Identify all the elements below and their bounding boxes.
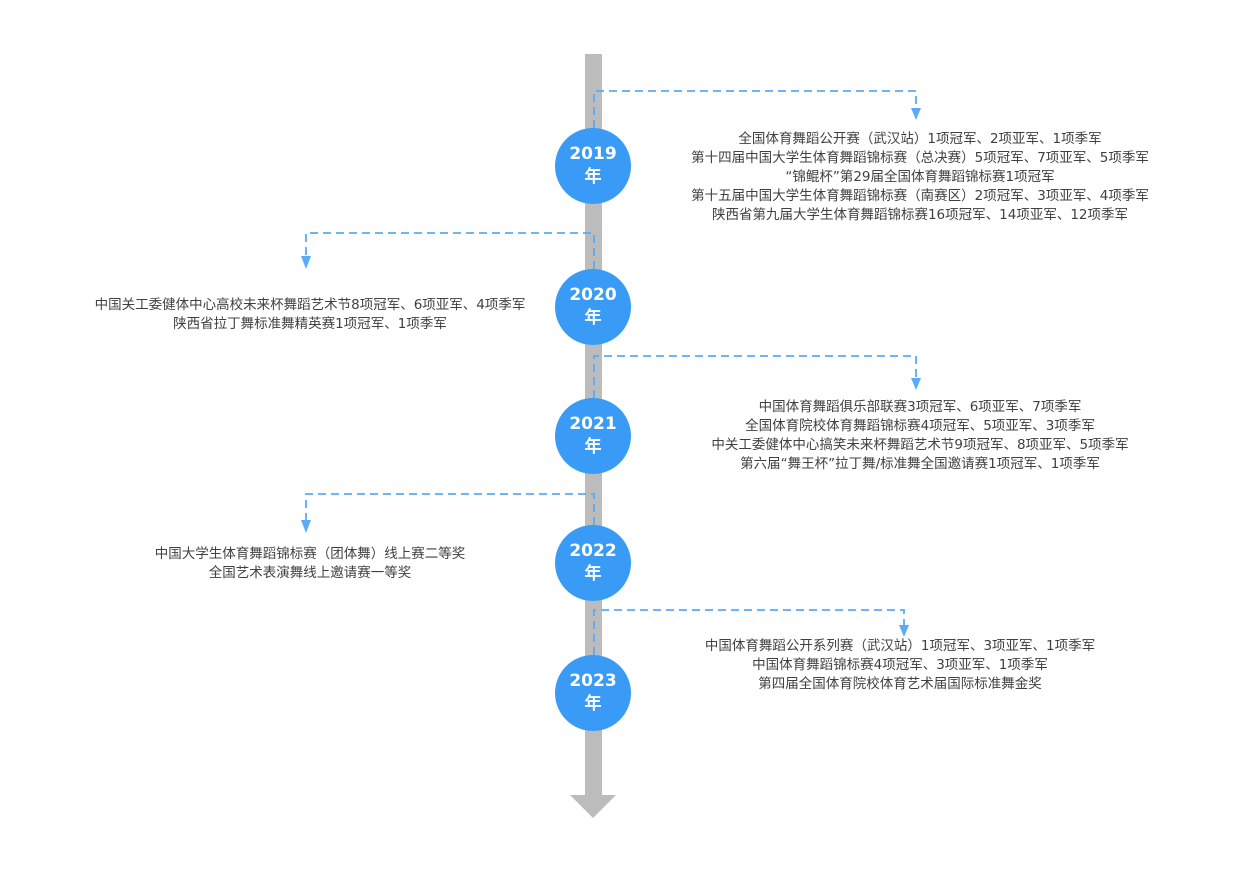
year-label: 2019 — [569, 144, 617, 164]
award-item: 全国体育舞蹈公开赛（武汉站）1项冠军、2项亚军、1项季军 — [738, 131, 1102, 147]
year-label: 2022 — [569, 541, 617, 561]
award-item: 中关工委健体中心搞笑未来杯舞蹈艺术节9项冠军、8项亚军、5项季军 — [711, 437, 1129, 453]
year-node-2021: 2021 年 — [555, 398, 631, 474]
axis-arrow-down-icon — [570, 795, 616, 818]
connector-2021 — [593, 355, 917, 398]
awards-2020: 中国关工委健体中心高校未来杯舞蹈艺术节8项冠军、6项亚军、4项季军 陕西省拉丁舞… — [40, 296, 580, 334]
connector-arrow-2021-icon — [911, 378, 921, 390]
year-label: 2023 — [569, 671, 617, 691]
year-suffix: 年 — [584, 564, 602, 584]
award-item: 中国体育舞蹈俱乐部联赛3项冠军、6项亚军、7项季军 — [758, 399, 1082, 415]
year-suffix: 年 — [584, 167, 602, 187]
year-label: 2020 — [569, 285, 617, 305]
year-suffix: 年 — [584, 437, 602, 457]
awards-2022: 中国大学生体育舞蹈锦标赛（团体舞）线上赛二等奖 全国艺术表演舞线上邀请赛一等奖 — [100, 545, 520, 583]
connector-arrow-2022-icon — [301, 520, 311, 533]
award-item: 陕西省第九届大学生体育舞蹈锦标赛16项冠军、14项亚军、12项季军 — [711, 207, 1129, 223]
awards-2021: 中国体育舞蹈俱乐部联赛3项冠军、6项亚军、7项季军 全国体育院校体育舞蹈锦标赛4… — [660, 398, 1180, 474]
award-item: 全国体育院校体育舞蹈锦标赛4项冠军、5项亚军、3项季军 — [745, 418, 1095, 434]
awards-2019: 全国体育舞蹈公开赛（武汉站）1项冠军、2项亚军、1项季军 第十四届中国大学生体育… — [640, 130, 1200, 225]
award-item: 第四届全国体育院校体育艺术届国际标准舞金奖 — [758, 676, 1042, 692]
connector-2022 — [305, 493, 595, 525]
connector-arrow-2023-icon — [899, 625, 909, 637]
award-item: 第十四届中国大学生体育舞蹈锦标赛（总决赛）5项冠军、7项亚军、5项季军 — [691, 150, 1149, 166]
award-item: “锦鲲杯”第29届全国体育舞蹈锦标赛1项冠军 — [785, 169, 1055, 185]
award-item: 第十五届中国大学生体育舞蹈锦标赛（南赛区）2项冠军、3项亚军、4项季军 — [691, 188, 1149, 204]
award-item: 中国体育舞蹈锦标赛4项冠军、3项亚军、1项季军 — [752, 657, 1048, 673]
year-suffix: 年 — [584, 694, 602, 714]
connector-2019 — [593, 90, 917, 128]
year-suffix: 年 — [584, 308, 602, 328]
year-node-2023: 2023 年 — [555, 655, 631, 731]
award-item: 中国大学生体育舞蹈锦标赛（团体舞）线上赛二等奖 — [154, 546, 466, 562]
award-item: 第六届“舞王杯”拉丁舞/标准舞全国邀请赛1项冠军、1项季军 — [740, 456, 1100, 472]
award-item: 中国体育舞蹈公开系列赛（武汉站）1项冠军、3项亚军、1项季军 — [704, 638, 1096, 654]
year-node-2019: 2019 年 — [555, 128, 631, 204]
year-node-2022: 2022 年 — [555, 525, 631, 601]
year-label: 2021 — [569, 414, 617, 434]
awards-2023: 中国体育舞蹈公开系列赛（武汉站）1项冠军、3项亚军、1项季军 中国体育舞蹈锦标赛… — [660, 637, 1140, 694]
award-item: 中国关工委健体中心高校未来杯舞蹈艺术节8项冠军、6项亚军、4项季军 — [94, 297, 526, 313]
connector-arrow-2020-icon — [301, 256, 311, 269]
award-item: 全国艺术表演舞线上邀请赛一等奖 — [208, 565, 412, 581]
connector-2020 — [305, 232, 595, 269]
award-item: 陕西省拉丁舞标准舞精英赛1项冠军、1项季军 — [173, 316, 447, 332]
year-node-2020: 2020 年 — [555, 269, 631, 345]
connector-arrow-2019-icon — [911, 108, 921, 120]
